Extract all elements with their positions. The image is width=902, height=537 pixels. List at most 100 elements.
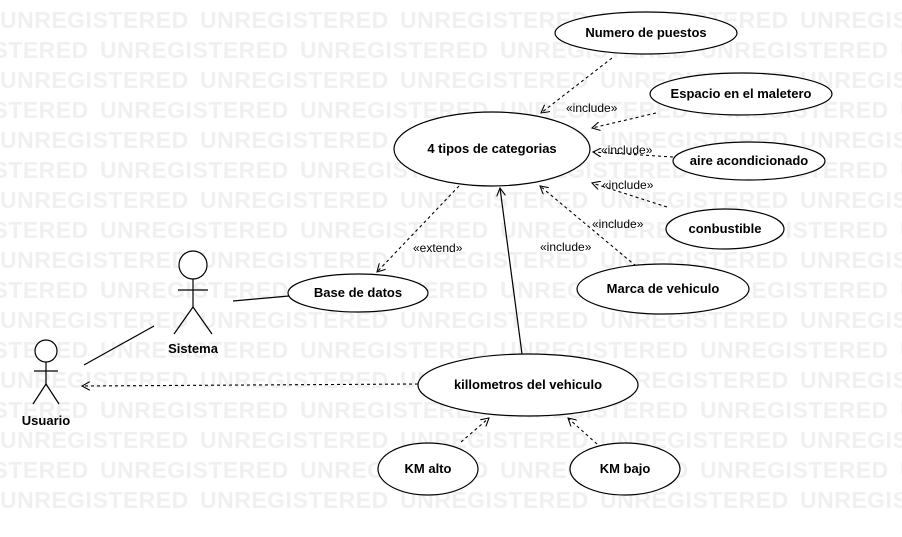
watermark-text: UNREGISTERED	[800, 367, 902, 393]
relation-sistema-base	[232, 295, 290, 302]
actor-label: Usuario	[22, 413, 70, 428]
watermark-text: UNREGISTERED	[700, 337, 889, 363]
watermark-text: UNREGISTERED	[900, 97, 902, 123]
use-case-marca-vehiculo[interactable]: Marca de vehiculo	[576, 263, 750, 315]
watermark-text: UNREGISTERED	[0, 67, 189, 93]
watermark-text: UNREGISTERED	[200, 487, 389, 513]
use-case-label: KM bajo	[600, 461, 651, 476]
watermark-text: UNREGISTERED	[0, 457, 89, 483]
relation-km-to-categorias	[500, 188, 523, 355]
watermark-text: UNREGISTERED	[0, 397, 89, 423]
watermark-text: UNREGISTERED	[900, 397, 902, 423]
watermark-text: UNREGISTERED	[700, 397, 889, 423]
label-include-conbustible: «include»	[602, 178, 654, 192]
watermark-text: UNREGISTERED	[200, 367, 389, 393]
watermark-text: UNREGISTERED	[400, 187, 589, 213]
use-case-label: Marca de vehiculo	[607, 281, 720, 296]
watermark-text: UNREGISTERED	[200, 247, 389, 273]
relation-extend	[377, 185, 460, 272]
watermark-text: UNREGISTERED	[200, 427, 389, 453]
watermark-text: UNREGISTERED	[0, 127, 189, 153]
watermark-text: UNREGISTERED	[0, 277, 89, 303]
relation-usuario-sistema	[83, 325, 155, 366]
watermark-text: UNREGISTERED	[0, 97, 89, 123]
watermark-text: UNREGISTERED	[300, 337, 489, 363]
watermark-text: UNREGISTERED	[200, 187, 389, 213]
watermark-text: UNREGISTERED	[600, 187, 789, 213]
watermark-text: UNREGISTERED	[0, 247, 189, 273]
watermark-text: UNREGISTERED	[100, 217, 289, 243]
watermark-text: UNREGISTERED	[900, 277, 902, 303]
label-include-marca-vehiculo: «include»	[592, 217, 644, 231]
relation-conbustible	[592, 183, 668, 208]
watermark-text: UNREGISTERED	[200, 67, 389, 93]
actor-head	[34, 339, 58, 363]
watermark-text: UNREGISTERED	[0, 157, 89, 183]
use-case-espacio-maletero[interactable]: Espacio en el maletero	[649, 72, 833, 116]
label-include-aire-acondicionado: «include»	[601, 143, 653, 157]
watermark-text: UNREGISTERED	[100, 97, 289, 123]
watermark-text: UNREGISTERED	[0, 427, 189, 453]
watermark-text: UNREGISTERED	[0, 217, 89, 243]
watermark-text: UNREGISTERED	[900, 457, 902, 483]
watermark-text: UNREGISTERED	[100, 457, 289, 483]
watermark-text: UNREGISTERED	[800, 7, 902, 33]
watermark-text: UNREGISTERED	[400, 67, 589, 93]
use-case-label: Numero de puestos	[585, 25, 706, 40]
label-extend: «extend»	[413, 241, 463, 255]
relation-espacio-maletero	[592, 112, 657, 128]
watermark-text: UNREGISTERED	[0, 7, 189, 33]
watermark-text: UNREGISTERED	[100, 337, 289, 363]
watermark-text: UNREGISTERED	[800, 427, 902, 453]
use-case-base-datos[interactable]: Base de datos	[287, 273, 429, 313]
actor-head	[178, 250, 208, 280]
use-case-numero-puestos[interactable]: Numero de puestos	[554, 11, 738, 55]
watermark-text: UNREGISTERED	[800, 487, 902, 513]
relation-marca-vehiculo	[540, 186, 637, 267]
watermark-text: UNREGISTERED	[800, 307, 902, 333]
use-case-label: KM alto	[405, 461, 452, 476]
relations-layer: «include» «include» «include» «include» …	[82, 57, 674, 445]
use-case-km-alto[interactable]: KM alto	[377, 442, 479, 496]
watermark-text: UNREGISTERED	[300, 37, 489, 63]
watermark-text: UNREGISTERED	[900, 217, 902, 243]
watermark-text: UNREGISTERED	[800, 187, 902, 213]
watermark-text: UNREGISTERED	[100, 37, 289, 63]
use-case-tipos-categorias[interactable]: 4 tipos de categorias	[393, 111, 591, 187]
relation-km-alto	[460, 418, 489, 443]
use-case-km-vehiculo[interactable]: killometros del vehiculo	[417, 353, 639, 417]
use-case-label: killometros del vehiculo	[454, 377, 602, 392]
watermark-text: UNREGISTERED	[0, 187, 189, 213]
watermark-text: UNREGISTERED	[0, 37, 89, 63]
watermark-text: UNREGISTERED	[900, 157, 902, 183]
watermark-text: UNREGISTERED	[0, 367, 189, 393]
relation-numero-puestos	[541, 57, 613, 113]
watermark-text: UNREGISTERED	[800, 127, 902, 153]
relation-km-bajo	[568, 418, 598, 445]
watermark-text: UNREGISTERED	[700, 457, 889, 483]
watermark-text: UNREGISTERED	[400, 307, 589, 333]
watermark-text: UNREGISTERED	[0, 307, 189, 333]
watermark-text: UNREGISTERED	[900, 337, 902, 363]
label-include-km: «include»	[540, 240, 592, 254]
relation-km-to-usuario	[82, 384, 419, 386]
use-case-km-bajo[interactable]: KM bajo	[569, 442, 681, 496]
watermark-text: UNREGISTERED	[400, 247, 589, 273]
actor-sistema[interactable]: Sistema	[168, 250, 219, 356]
watermark-text: UNREGISTERED	[100, 397, 289, 423]
label-include-numero-puestos: «include»	[566, 101, 618, 115]
use-case-conbustible[interactable]: conbustible	[665, 208, 785, 250]
actor-usuario[interactable]: Usuario	[22, 339, 70, 428]
watermark-text: UNREGISTERED	[300, 217, 489, 243]
watermark-text: UNREGISTERED	[700, 37, 889, 63]
use-case-label: aire acondicionado	[690, 153, 809, 168]
watermark-text: UNREGISTERED	[500, 217, 689, 243]
watermark-text: UNREGISTERED	[900, 37, 902, 63]
watermark-text: UNREGISTERED	[200, 127, 389, 153]
use-case-aire-acondicionado[interactable]: aire acondicionado	[672, 141, 826, 181]
use-case-label: Base de datos	[314, 285, 402, 300]
use-case-label: 4 tipos de categorias	[427, 141, 556, 156]
watermark-text: UNREGISTERED	[200, 7, 389, 33]
watermark-text: UNREGISTERED	[800, 247, 902, 273]
